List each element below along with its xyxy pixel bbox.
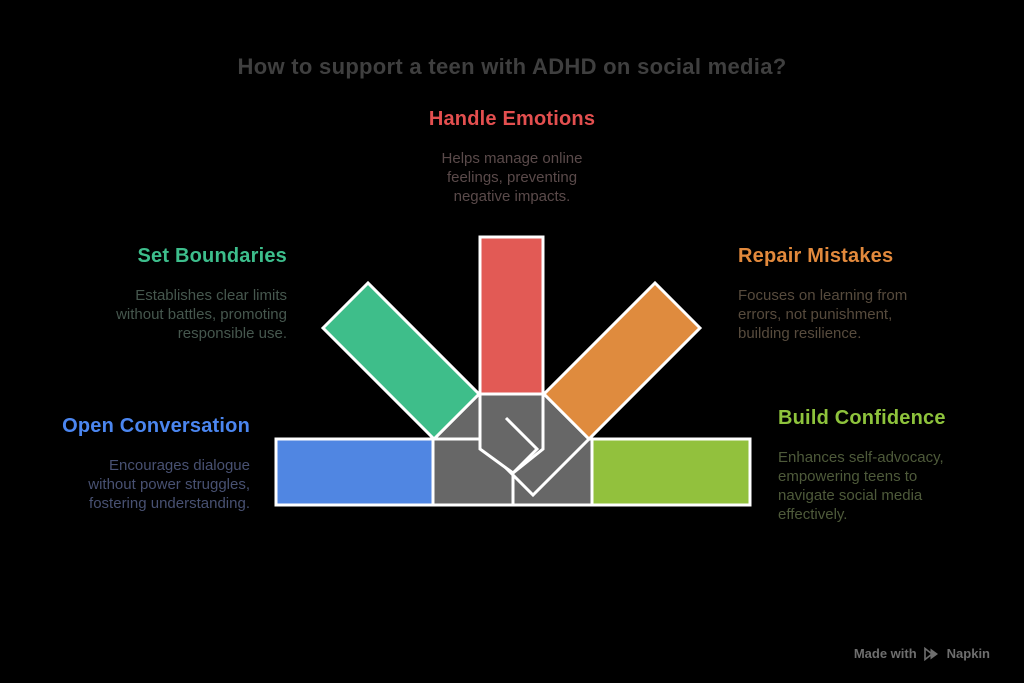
napkin-logo-icon [923, 646, 938, 661]
ribbon-set-boundaries [320, 280, 482, 442]
page-title: How to support a teen with ADHD on socia… [237, 54, 787, 79]
made-with-napkin-attribution: Made with Napkin [854, 646, 990, 661]
section-open-conversation: Open Conversation Encourages dialogue wi… [10, 415, 250, 513]
ribbon-repair-mistakes [541, 280, 703, 442]
section-heading: Build Confidence [778, 407, 946, 429]
brand-label: Napkin [946, 646, 990, 661]
section-heading: Open Conversation [62, 415, 250, 437]
section-heading: Handle Emotions [428, 108, 596, 130]
section-description: Establishes clear limits without battles… [116, 287, 287, 342]
section-description: Enhances self-advocacy, empowering teens… [778, 449, 944, 523]
section-description: Encourages dialogue without power strugg… [88, 457, 250, 512]
ribbon-handle-emotions [478, 235, 545, 396]
section-build-confidence: Build Confidence Enhances self-advocacy,… [778, 407, 1018, 524]
made-with-label: Made with [853, 646, 917, 661]
ribbon-group [274, 235, 752, 507]
fold-crease-line [504, 416, 540, 475]
section-heading: Repair Mistakes [738, 245, 894, 267]
section-repair-mistakes: Repair Mistakes Focuses on learning from… [738, 245, 978, 343]
ribbon-build-confidence [590, 437, 752, 507]
section-description: Focuses on learning from errors, not pun… [738, 287, 908, 342]
section-heading: Set Boundaries [137, 245, 287, 267]
ribbon-open-conversation [274, 437, 435, 507]
section-set-boundaries: Set Boundaries Establishes clear limits … [47, 245, 287, 343]
section-description: Helps manage online feelings, preventing… [441, 150, 583, 205]
section-handle-emotions: Handle Emotions Helps manage online feel… [362, 108, 662, 206]
